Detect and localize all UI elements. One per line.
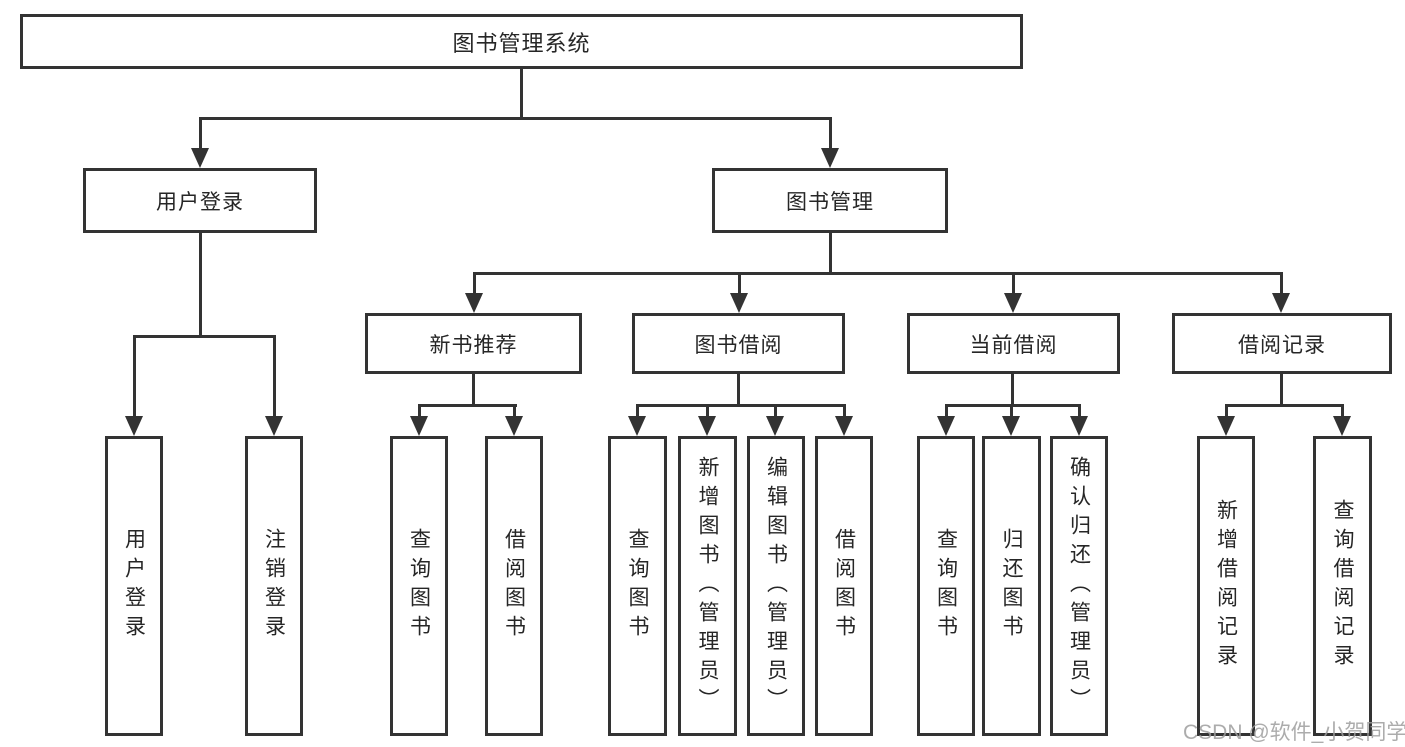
arrow-down-icon: [1333, 416, 1351, 436]
arrow-down-icon: [191, 148, 209, 168]
connector-line: [199, 117, 832, 120]
connector-line: [829, 117, 832, 150]
connector-line: [418, 404, 517, 407]
leaf-borrow-books-recommend: 借阅图书: [485, 436, 543, 736]
leaf-label: 查询图书: [934, 528, 958, 644]
node-label: 图书借阅: [694, 333, 783, 357]
arrow-down-icon: [698, 416, 716, 436]
arrow-down-icon: [937, 416, 955, 436]
leaf-label: 新增图书（管理员）: [696, 455, 719, 717]
leaf-label: 借阅图书: [832, 528, 856, 644]
connector-line: [1341, 404, 1344, 419]
connector-line: [1225, 404, 1228, 419]
connector-line: [738, 272, 741, 297]
connector-line: [945, 404, 948, 419]
leaf-label: 注销登录: [262, 528, 286, 644]
connector-line: [1280, 272, 1283, 297]
leaf-add-book-admin: 新增图书（管理员）: [678, 436, 737, 736]
node-current-borrowing: 当前借阅: [907, 313, 1120, 374]
arrow-down-icon: [410, 416, 428, 436]
arrow-down-icon: [730, 293, 748, 313]
leaf-label: 借阅图书: [502, 528, 526, 644]
arrow-down-icon: [465, 293, 483, 313]
leaf-query-borrow-record: 查询借阅记录: [1313, 436, 1372, 736]
leaf-confirm-return-admin: 确认归还（管理员）: [1050, 436, 1108, 736]
leaf-label: 编辑图书（管理员）: [764, 455, 788, 717]
leaf-label: 查询图书: [626, 528, 649, 644]
arrow-down-icon: [1004, 293, 1022, 313]
arrow-down-icon: [505, 416, 523, 436]
arrow-down-icon: [1002, 416, 1020, 436]
arrow-down-icon: [821, 148, 839, 168]
node-borrowing-records: 借阅记录: [1172, 313, 1392, 374]
node-label: 新书推荐: [429, 333, 518, 357]
leaf-label: 查询图书: [407, 528, 431, 644]
connector-line: [520, 69, 523, 119]
leaf-return-books: 归还图书: [982, 436, 1041, 736]
arrow-down-icon: [835, 416, 853, 436]
node-library-management-system: 图书管理系统: [20, 14, 1023, 69]
connector-line: [706, 404, 709, 419]
node-label: 用户登录: [156, 190, 244, 214]
node-label: 图书管理系统: [452, 30, 591, 56]
leaf-label: 新增借阅记录: [1214, 499, 1238, 673]
leaf-user-login: 用户登录: [105, 436, 163, 736]
arrow-down-icon: [1217, 416, 1235, 436]
arrow-down-icon: [1272, 293, 1290, 313]
arrow-down-icon: [1070, 416, 1088, 436]
connector-line: [199, 233, 202, 338]
connector-line: [473, 272, 1283, 275]
node-label: 当前借阅: [969, 333, 1058, 357]
node-book-borrowing: 图书借阅: [632, 313, 845, 374]
watermark: CSDN @软件_小贺同学: [1183, 721, 1405, 744]
arrow-down-icon: [125, 416, 143, 436]
node-label: 图书管理: [786, 190, 874, 214]
node-user-login: 用户登录: [83, 168, 317, 233]
leaf-edit-book-admin: 编辑图书（管理员）: [747, 436, 805, 736]
leaf-label: 确认归还（管理员）: [1067, 455, 1091, 717]
leaf-add-borrow-record: 新增借阅记录: [1197, 436, 1255, 736]
connector-line: [1011, 374, 1014, 407]
connector-line: [472, 374, 475, 407]
connector-line: [1225, 404, 1344, 407]
node-label: 借阅记录: [1238, 333, 1326, 357]
connector-line: [513, 404, 516, 419]
leaf-logout: 注销登录: [245, 436, 303, 736]
leaf-label: 归还图书: [1000, 528, 1023, 644]
connector-line: [1010, 404, 1013, 419]
connector-line: [133, 335, 136, 418]
arrow-down-icon: [265, 416, 283, 436]
connector-line: [199, 117, 202, 150]
connector-line: [829, 233, 832, 275]
connector-line: [636, 404, 639, 419]
connector-line: [133, 335, 276, 338]
leaf-borrow-books: 借阅图书: [815, 436, 873, 736]
leaf-label: 用户登录: [122, 528, 146, 644]
connector-line: [418, 404, 421, 419]
node-book-management: 图书管理: [712, 168, 948, 233]
connector-line: [1280, 374, 1283, 407]
connector-line: [843, 404, 846, 419]
connector-line: [273, 335, 276, 418]
arrow-down-icon: [628, 416, 646, 436]
connector-line: [1078, 404, 1081, 419]
arrow-down-icon: [766, 416, 784, 436]
leaf-query-books-recommend: 查询图书: [390, 436, 448, 736]
connector-line: [1012, 272, 1015, 297]
connector-line: [945, 404, 1081, 407]
connector-line: [737, 374, 740, 407]
connector-line: [636, 404, 846, 407]
leaf-query-books-current: 查询图书: [917, 436, 975, 736]
leaf-query-books-borrow: 查询图书: [608, 436, 667, 736]
connector-line: [473, 272, 476, 297]
connector-line: [774, 404, 777, 419]
node-new-book-recommendation: 新书推荐: [365, 313, 582, 374]
leaf-label: 查询借阅记录: [1331, 499, 1354, 673]
